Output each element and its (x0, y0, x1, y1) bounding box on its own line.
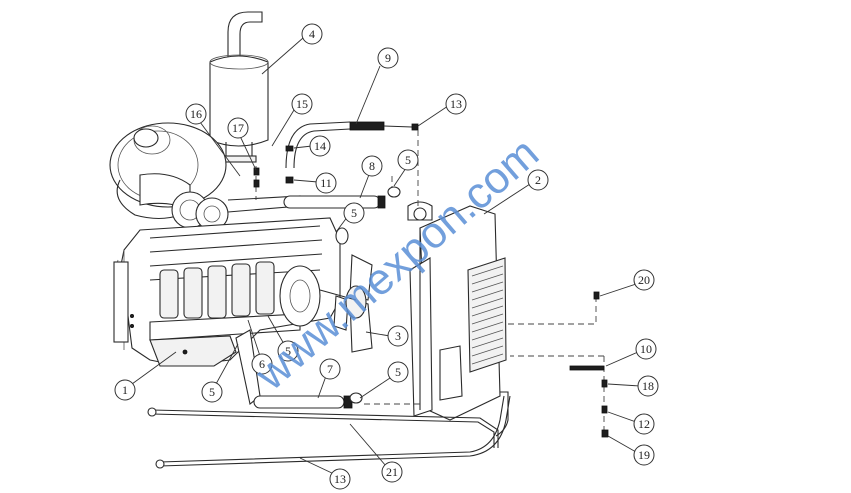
callout-11: 20 (633, 269, 655, 291)
callout-5-upper-right: 5 (397, 149, 419, 171)
radiator (407, 201, 509, 437)
lower-hose (235, 329, 353, 409)
svg-text:10: 10 (640, 342, 652, 356)
svg-text:8: 8 (369, 159, 375, 173)
svg-text:5: 5 (285, 344, 291, 358)
svg-text:3: 3 (395, 329, 401, 343)
callout-7: 7 (319, 358, 341, 380)
vent-tube (285, 121, 419, 169)
callout-14: 11 (315, 172, 337, 194)
callout-21: 21 (381, 461, 403, 483)
svg-text:13: 13 (334, 472, 346, 486)
svg-text:5: 5 (405, 153, 411, 167)
callout-1: 1 (114, 379, 136, 401)
svg-text:11: 11 (320, 176, 332, 190)
clamps-and-fittings (253, 145, 609, 438)
svg-text:9: 9 (385, 51, 391, 65)
svg-text:19: 19 (638, 448, 650, 462)
callout-5-lower-left: 5 (201, 381, 223, 403)
svg-text:15: 15 (296, 97, 308, 111)
svg-text:20: 20 (638, 273, 650, 287)
callout-5-lower-right: 5 (387, 361, 409, 383)
callouts: 4 9 13 16 15 17 14 11 8 5 5 2 20 (114, 23, 659, 490)
svg-text:4: 4 (309, 27, 315, 41)
radiator-core (471, 265, 504, 365)
callout-9: 9 (377, 47, 399, 69)
callout-10: 10 (635, 338, 657, 360)
upper-hose (283, 195, 386, 209)
svg-text:6: 6 (259, 357, 265, 371)
svg-text:16: 16 (190, 107, 202, 121)
svg-text:17: 17 (232, 121, 244, 135)
callout-17: 17 (227, 117, 249, 139)
svg-text:13: 13 (450, 97, 462, 111)
callout-15: 15 (291, 93, 313, 115)
svg-text:18: 18 (642, 379, 654, 393)
callout-5-lower-middle: 5 (277, 340, 299, 362)
svg-text:2: 2 (535, 173, 541, 187)
svg-text:5: 5 (209, 385, 215, 399)
callout-6: 6 (251, 353, 273, 375)
callout-16: 16 (185, 103, 207, 125)
callout-4: 4 (301, 23, 323, 45)
svg-text:7: 7 (327, 362, 333, 376)
svg-text:14: 14 (314, 139, 326, 153)
callout-20: 13 (329, 468, 351, 490)
callout-5-middle: 5 (343, 202, 365, 224)
muffler (209, 11, 269, 163)
callout-8: 8 (361, 155, 383, 177)
callout-13-top: 13 (445, 93, 467, 115)
callout-19: 19 (633, 444, 655, 466)
fan (279, 254, 373, 353)
svg-text:1: 1 (122, 383, 128, 397)
air-cleaner (109, 122, 227, 220)
callout-3: 3 (387, 325, 409, 347)
callout-2: 2 (527, 169, 549, 191)
svg-text:21: 21 (386, 465, 398, 479)
engine-block (113, 217, 341, 367)
callout-13-mid: 14 (309, 135, 331, 157)
svg-text:5: 5 (351, 206, 357, 220)
callout-12: 12 (633, 413, 655, 435)
svg-text:12: 12 (638, 417, 650, 431)
callout-18: 18 (637, 375, 659, 397)
cylinder-heads (159, 261, 275, 319)
drain-pipes (147, 395, 511, 469)
svg-text:5: 5 (395, 365, 401, 379)
